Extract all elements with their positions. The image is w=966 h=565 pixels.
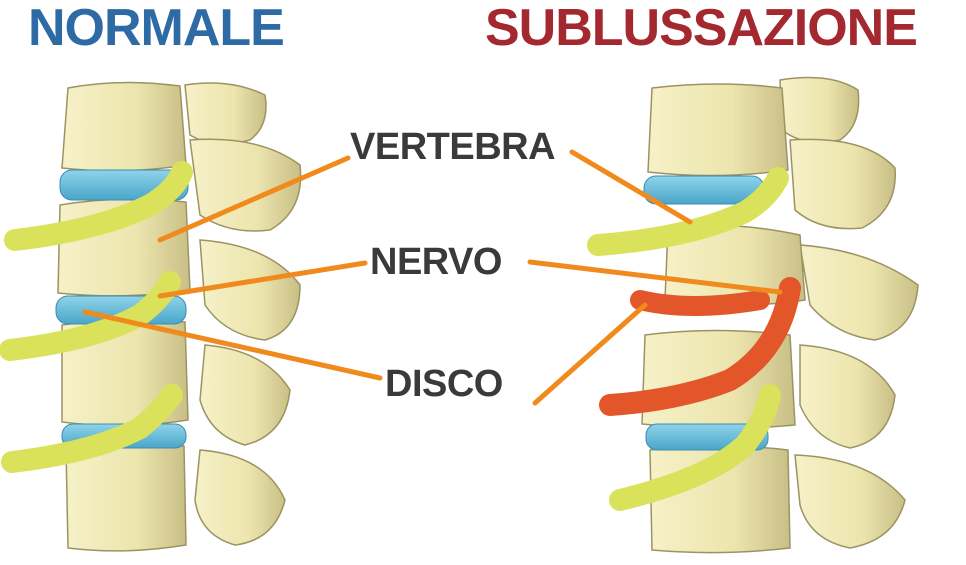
label-vertebra: VERTEBRA — [350, 128, 555, 166]
left-processes — [185, 83, 301, 545]
label-nervo: NERVO — [370, 243, 502, 281]
leader-disco-right — [535, 305, 645, 403]
label-disco: DISCO — [385, 365, 503, 403]
normal-spine — [10, 82, 301, 550]
subluxation-spine — [598, 78, 918, 553]
right-processes — [780, 78, 918, 548]
